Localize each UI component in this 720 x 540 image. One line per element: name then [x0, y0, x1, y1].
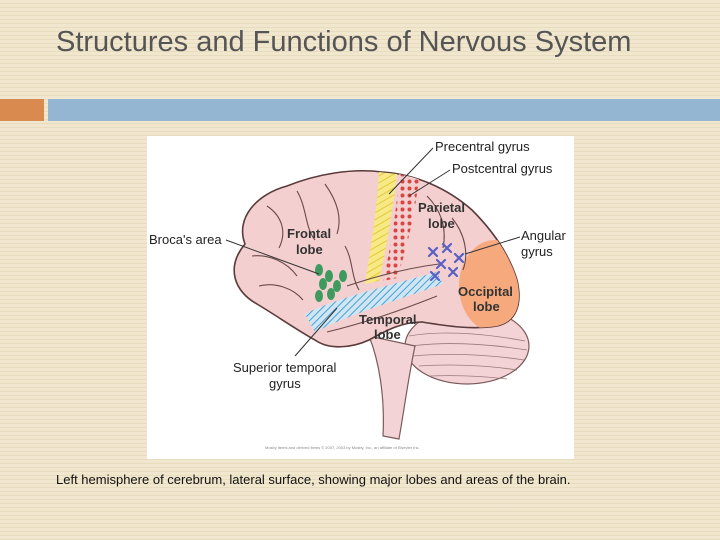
- label-occipital-lobe-line2: lobe: [473, 299, 500, 314]
- brainstem: [368, 335, 416, 440]
- label-temporal-lobe-line2: lobe: [374, 327, 401, 342]
- label-occipital-lobe-line1: Occipital: [458, 284, 513, 299]
- superior-temporal-gyrus-region: [305, 272, 443, 332]
- precentral-gyrus-region: [365, 172, 397, 284]
- brain-diagram-svg: Precentral gyrus Postcentral gyrus Parie…: [149, 139, 566, 450]
- label-parietal-lobe-line2: lobe: [428, 216, 455, 231]
- title-accent-bar: [48, 99, 720, 121]
- label-temporal-lobe-line1: Temporal: [359, 312, 417, 327]
- label-superior-temporal-gyrus-line1: Superior temporal: [233, 360, 336, 375]
- label-brocas-area: Broca's area: [149, 232, 222, 247]
- figure-credit: Mosby items and derived items © 2007, 20…: [265, 445, 420, 450]
- label-frontal-lobe-line1: Frontal: [287, 226, 331, 241]
- title-accent-block: [0, 99, 44, 121]
- angular-gyrus-marks: [427, 242, 465, 282]
- label-frontal-lobe-line2: lobe: [296, 242, 323, 257]
- label-parietal-lobe-line1: Parietal: [418, 200, 465, 215]
- label-precentral-gyrus: Precentral gyrus: [435, 139, 530, 154]
- label-postcentral-gyrus: Postcentral gyrus: [452, 161, 553, 176]
- figure-caption: Left hemisphere of cerebrum, lateral sur…: [56, 472, 571, 487]
- label-superior-temporal-gyrus-line2: gyrus: [269, 376, 301, 391]
- postcentral-gyrus-region: [383, 174, 419, 281]
- label-angular-gyrus-line2: gyrus: [521, 244, 553, 259]
- brain-diagram: Precentral gyrus Postcentral gyrus Parie…: [147, 136, 574, 459]
- slide-title: Structures and Functions of Nervous Syst…: [56, 26, 632, 58]
- cerebellum: [404, 307, 530, 385]
- label-angular-gyrus-line1: Angular: [521, 228, 566, 243]
